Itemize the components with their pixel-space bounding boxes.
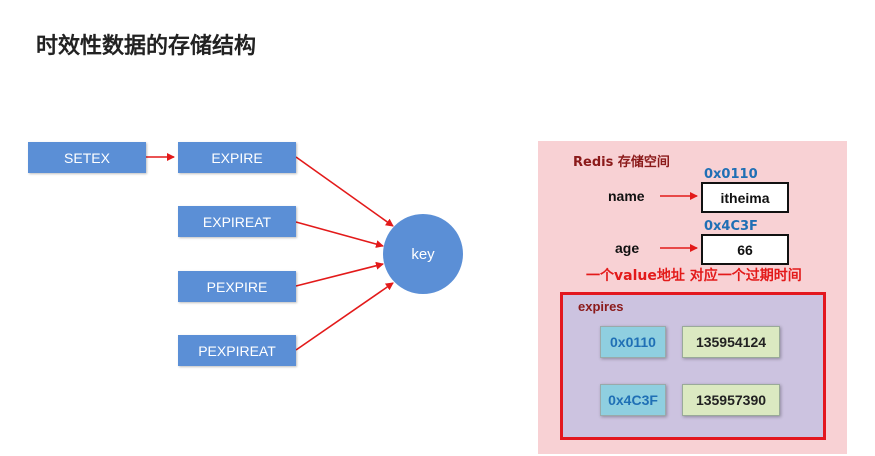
key-node: key xyxy=(383,214,463,294)
pexpireat-box: PEXPIREAT xyxy=(178,335,296,366)
pexpire-box: PEXPIRE xyxy=(178,271,296,302)
arrow-pexpireat-to-key xyxy=(295,282,394,351)
expires-box xyxy=(560,292,826,440)
arrow-expireat-to-key xyxy=(295,221,384,248)
arrow-pexpire-to-key xyxy=(295,261,384,287)
page-title: 时效性数据的存储结构 xyxy=(36,34,257,59)
entry-name: name xyxy=(608,188,645,204)
expireat-box: EXPIREAT xyxy=(178,206,296,237)
arrow-expire-to-key xyxy=(295,156,394,227)
expire-box: EXPIRE xyxy=(178,142,296,173)
entry-address: 0x0110 xyxy=(704,167,758,182)
entry-value: 66 xyxy=(701,234,789,265)
mapping-note: 一个value地址 对应一个过期时间 xyxy=(586,268,802,284)
entry-value: itheima xyxy=(701,182,789,213)
expires-address: 0x0110 xyxy=(600,326,666,358)
entry-name: age xyxy=(615,240,640,256)
expires-time: 135954124 xyxy=(682,326,780,358)
entry-address: 0x4C3F xyxy=(704,219,758,234)
expires-time: 135957390 xyxy=(682,384,780,416)
redis-storage-label: Redis 存储空间 xyxy=(573,155,670,170)
expires-label: expires xyxy=(578,299,624,314)
setex-box: SETEX xyxy=(28,142,146,173)
expires-address: 0x4C3F xyxy=(600,384,666,416)
